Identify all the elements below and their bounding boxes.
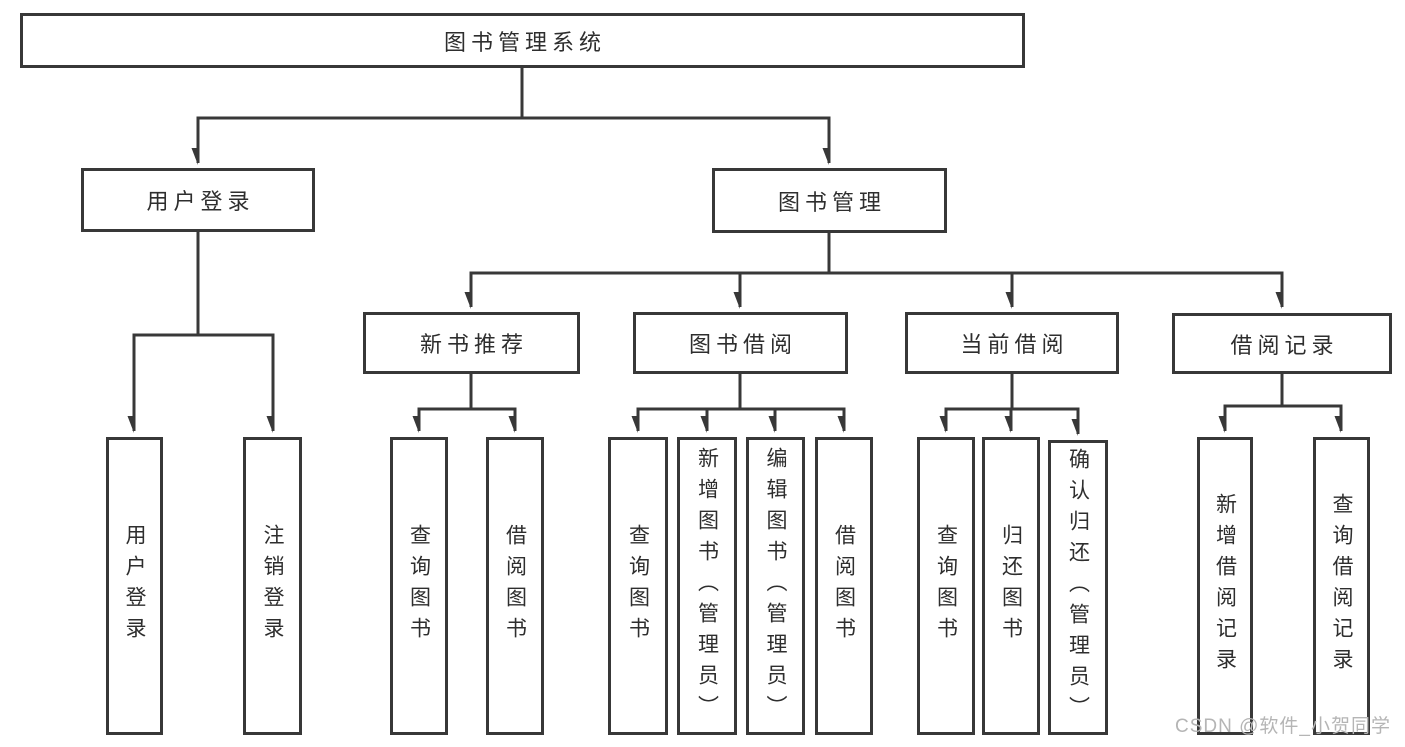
- leaf-recommend-borrow-book: 借阅图书: [486, 437, 544, 735]
- node-user-login-branch: 用户登录: [81, 168, 315, 232]
- leaf-user-login: 用户登录: [106, 437, 163, 735]
- leaf-edit-book-admin: 编辑图书（管理员）: [746, 437, 805, 735]
- node-current-borrow: 当前借阅: [905, 312, 1119, 374]
- node-book-management-branch: 图书管理: [712, 168, 947, 233]
- node-borrow-records: 借阅记录: [1172, 313, 1392, 374]
- leaf-return-book: 归还图书: [982, 437, 1040, 735]
- csdn-watermark: CSDN @软件_小贺同学: [1175, 716, 1391, 737]
- leaf-borrow-book: 借阅图书: [815, 437, 873, 735]
- leaf-query-borrow-record: 查询借阅记录: [1313, 437, 1370, 735]
- node-book-borrow: 图书借阅: [633, 312, 848, 374]
- leaf-recommend-query-book: 查询图书: [390, 437, 448, 735]
- leaf-current-query-book: 查询图书: [917, 437, 975, 735]
- node-new-book-recommend: 新书推荐: [363, 312, 580, 374]
- leaf-confirm-return-admin: 确认归还（管理员）: [1048, 440, 1108, 735]
- node-root-library-system: 图书管理系统: [20, 13, 1025, 68]
- leaf-borrow-query-book: 查询图书: [608, 437, 668, 735]
- leaf-add-book-admin: 新增图书（管理员）: [677, 437, 737, 735]
- leaf-add-borrow-record: 新增借阅记录: [1197, 437, 1253, 735]
- leaf-logout: 注销登录: [243, 437, 302, 735]
